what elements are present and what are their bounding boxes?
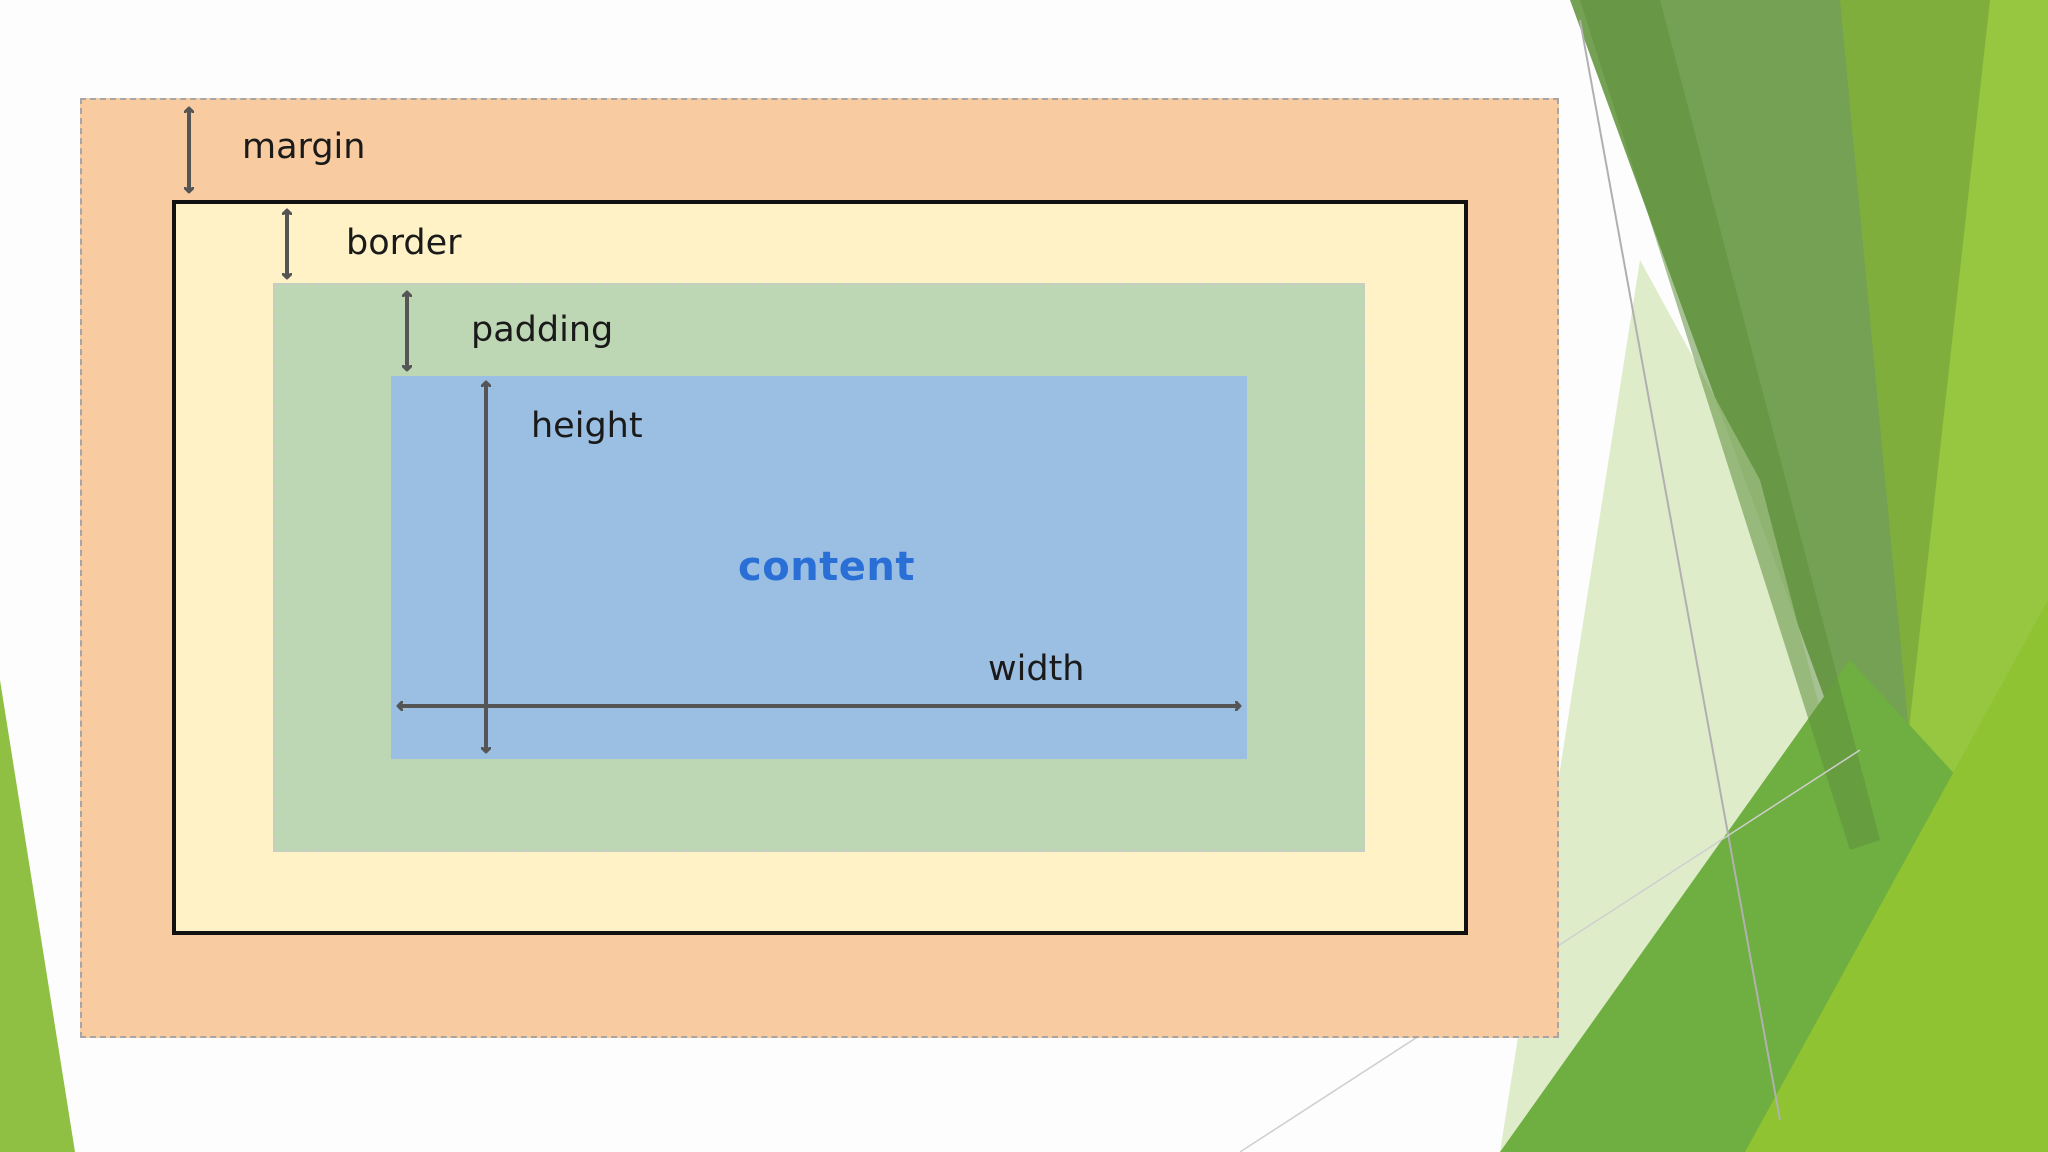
left-green-shard (0, 680, 75, 1152)
content-label: content (738, 547, 915, 587)
height-label: height (531, 409, 643, 444)
width-label: width (988, 652, 1084, 687)
padding-label: padding (471, 313, 613, 348)
border-label: border (346, 226, 462, 261)
margin-label: margin (242, 130, 365, 165)
